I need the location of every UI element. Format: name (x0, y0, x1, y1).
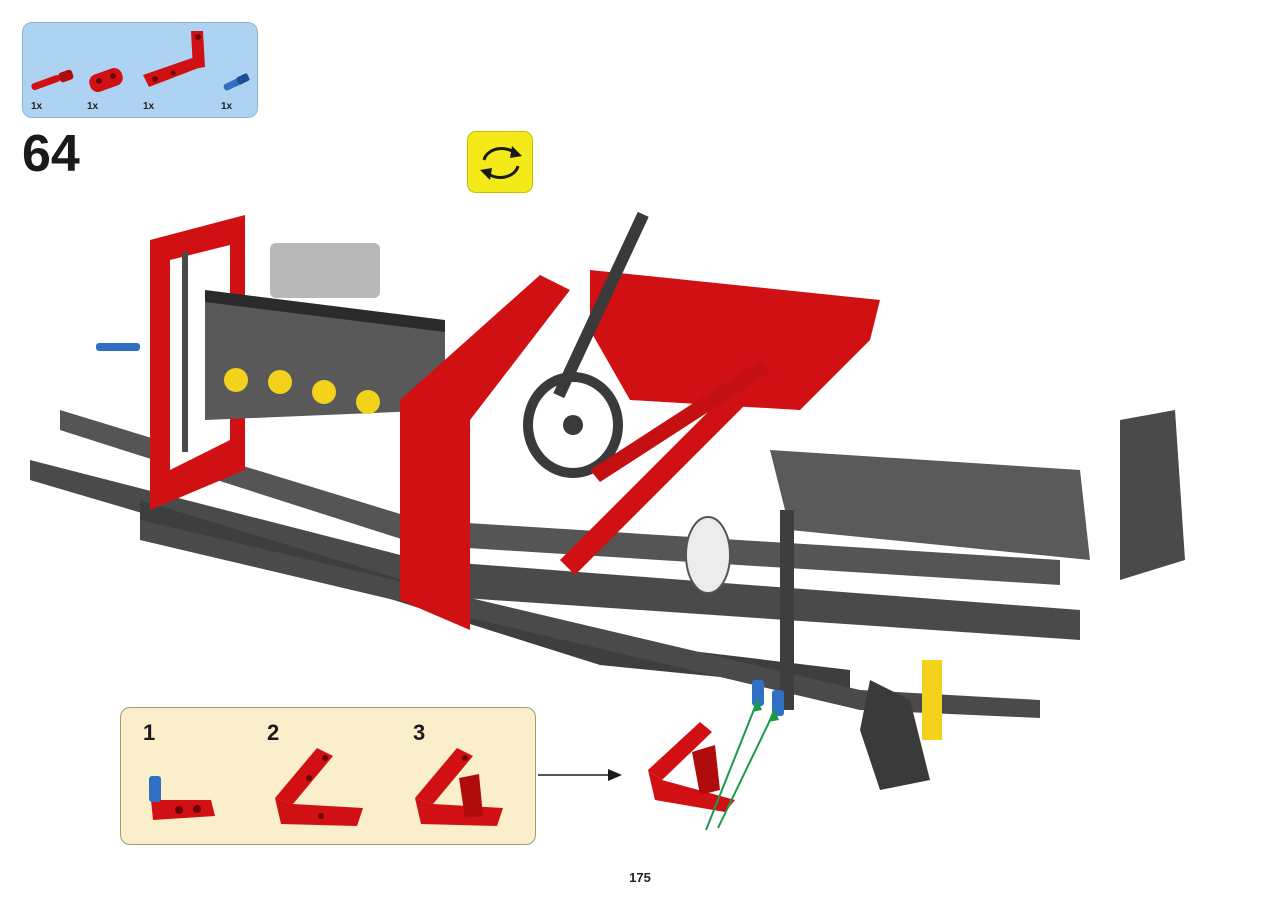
substep-label-1: 1 (143, 720, 156, 745)
rotate-model-icon (467, 131, 533, 193)
attaching-red-l-beam (648, 722, 735, 812)
rear-red-frame (150, 215, 245, 510)
qty-red-l-beam: 1x (143, 101, 155, 112)
diagonal-red-beams (560, 320, 815, 575)
substep-illustrations (149, 748, 503, 826)
steering-wheel (523, 372, 623, 478)
callout-arrow (538, 769, 622, 781)
white-gear (685, 516, 731, 594)
substep-label-2: 2 (267, 720, 280, 745)
parts-list-callout: 1x 1x 1x 1x (22, 22, 258, 118)
substep-3-illustration (415, 748, 503, 826)
substep-2-illustration (275, 748, 363, 826)
red-l-beam-part (143, 31, 205, 87)
red-short-beam-part (89, 67, 123, 93)
red-axle-pin-part (31, 69, 74, 91)
blue-pins (96, 343, 784, 716)
qty-red-short-beam: 1x (87, 101, 99, 112)
engine-block (205, 243, 445, 420)
page-number: 175 (629, 870, 651, 885)
chassis-rails (30, 410, 1080, 718)
cab-red-structure (400, 211, 880, 630)
substep-label-3: 3 (413, 720, 426, 745)
step-number: 64 (22, 125, 80, 183)
front-frame (770, 410, 1185, 790)
blue-axle-pin-part (223, 73, 250, 91)
parts-illustrations (31, 31, 250, 93)
qty-blue-axle-pin: 1x (221, 101, 233, 112)
substep-1-illustration (149, 776, 215, 820)
green-insertion-arrows (705, 698, 779, 831)
subassembly-callout: 1 2 3 (120, 707, 536, 845)
qty-red-axle-pin: 1x (31, 101, 43, 112)
